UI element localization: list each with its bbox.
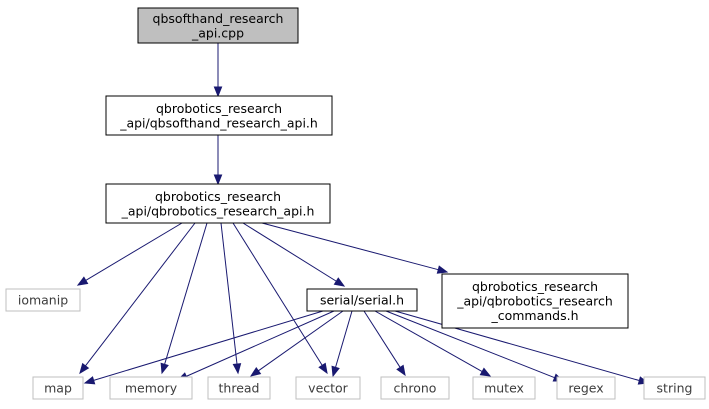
node-label-line: qbsofthand_research	[153, 11, 284, 26]
node-iomanip: iomanip	[5, 288, 81, 312]
edge-arrowhead	[436, 265, 449, 274]
edge-root-to-softhand_h	[213, 43, 223, 98]
node-box	[105, 95, 333, 136]
edge-line	[220, 222, 238, 365]
node-string: string	[643, 376, 706, 400]
edge-arrowhead	[331, 365, 340, 378]
edge-serial_h-to-map	[83, 310, 324, 385]
edge-softhand_h-to-research_h	[213, 135, 223, 186]
node-softhand_h[interactable]: qbrobotics_research_api/qbsofthand_resea…	[105, 95, 333, 136]
node-thread: thread	[207, 376, 271, 400]
edge-research_h-to-iomanip	[76, 222, 183, 286]
node-box	[5, 288, 81, 312]
node-label-line: _commands.h	[490, 308, 578, 323]
edge-research_h-to-vector	[232, 222, 328, 375]
edge-research_h-to-commands_h	[261, 222, 449, 274]
node-box	[105, 183, 331, 224]
node-box	[472, 376, 536, 400]
node-box	[207, 376, 271, 400]
node-label-line: memory	[125, 381, 178, 396]
edge-arrowhead	[160, 362, 169, 375]
edge-line	[85, 222, 183, 281]
node-box	[306, 288, 418, 312]
node-label-line: qbrobotics_research	[472, 279, 598, 294]
node-chrono: chrono	[380, 376, 450, 400]
edge-arrowhead	[83, 376, 96, 385]
edge-arrowhead	[213, 174, 223, 186]
node-label-line: iomanip	[18, 293, 68, 308]
edge-research_h-to-serial_h	[242, 222, 346, 287]
node-label-line: _api/qbrobotics_research	[456, 294, 613, 309]
edge-arrowhead	[318, 362, 328, 375]
node-label-line: qbrobotics_research	[155, 189, 281, 204]
edge-arrowhead	[213, 86, 223, 98]
node-label-line: thread	[219, 381, 260, 396]
edge-arrowhead	[79, 362, 90, 375]
edge-serial_h-to-vector	[331, 310, 353, 378]
node-label-line: vector	[308, 381, 349, 396]
node-research_h[interactable]: qbrobotics_research_api/qbrobotics_resea…	[105, 183, 331, 224]
edge-arrowhead	[249, 366, 262, 377]
edge-line	[242, 222, 337, 282]
node-box	[556, 376, 616, 400]
node-label-line: _api.cpp	[191, 25, 244, 40]
edge-line	[394, 310, 640, 382]
edge-line	[232, 222, 323, 366]
edge-line	[374, 310, 483, 373]
node-box	[380, 376, 450, 400]
node-commands_h[interactable]: qbrobotics_research_api/qbrobotics_resea…	[441, 273, 629, 329]
node-vector: vector	[295, 376, 361, 400]
node-label-line: regex	[568, 381, 603, 396]
nodes-layer: qbsofthand_research_api.cpp qbrobotics_re…	[5, 7, 706, 400]
edge-serial_h-to-chrono	[363, 310, 406, 377]
edge-line	[186, 310, 335, 377]
edge-research_h-to-map	[79, 222, 196, 375]
edge-research_h-to-thread	[220, 222, 242, 375]
edge-line	[258, 310, 344, 372]
edge-line	[261, 222, 439, 271]
node-label-line: serial/serial.h	[320, 293, 404, 308]
edge-arrowhead	[333, 277, 346, 287]
node-box	[441, 273, 629, 329]
edge-line	[385, 310, 555, 379]
node-box	[109, 376, 193, 400]
edges-layer	[76, 43, 650, 385]
edge-serial_h-to-thread	[249, 310, 344, 377]
node-mutex: mutex	[472, 376, 536, 400]
edge-line	[164, 222, 208, 365]
node-label-line: string	[657, 381, 693, 396]
edge-arrowhead	[76, 276, 89, 286]
node-regex: regex	[556, 376, 616, 400]
edge-arrowhead	[232, 363, 242, 375]
node-label-line: chrono	[394, 381, 437, 396]
edge-arrowhead	[479, 367, 492, 377]
node-box	[137, 7, 299, 44]
edge-line	[93, 310, 324, 381]
edge-research_h-to-memory	[160, 222, 208, 375]
node-root[interactable]: qbsofthand_research_api.cpp	[137, 7, 299, 44]
edge-line	[335, 310, 353, 368]
node-map: map	[32, 376, 84, 400]
node-memory: memory	[109, 376, 193, 400]
edge-arrowhead	[396, 364, 406, 377]
node-box	[32, 376, 84, 400]
edge-serial_h-to-mutex	[374, 310, 492, 377]
node-label-line: qbrobotics_research	[156, 101, 282, 116]
node-label-line: mutex	[484, 381, 524, 396]
node-box	[643, 376, 706, 400]
node-label-line: _api/qbsofthand_research_api.h	[119, 115, 318, 130]
node-label-line: map	[44, 381, 72, 396]
node-box	[295, 376, 361, 400]
node-serial_h[interactable]: serial/serial.h	[306, 288, 418, 312]
edge-line	[85, 222, 196, 367]
node-label-line: _api/qbrobotics_research_api.h	[121, 203, 315, 218]
edge-line	[363, 310, 401, 368]
